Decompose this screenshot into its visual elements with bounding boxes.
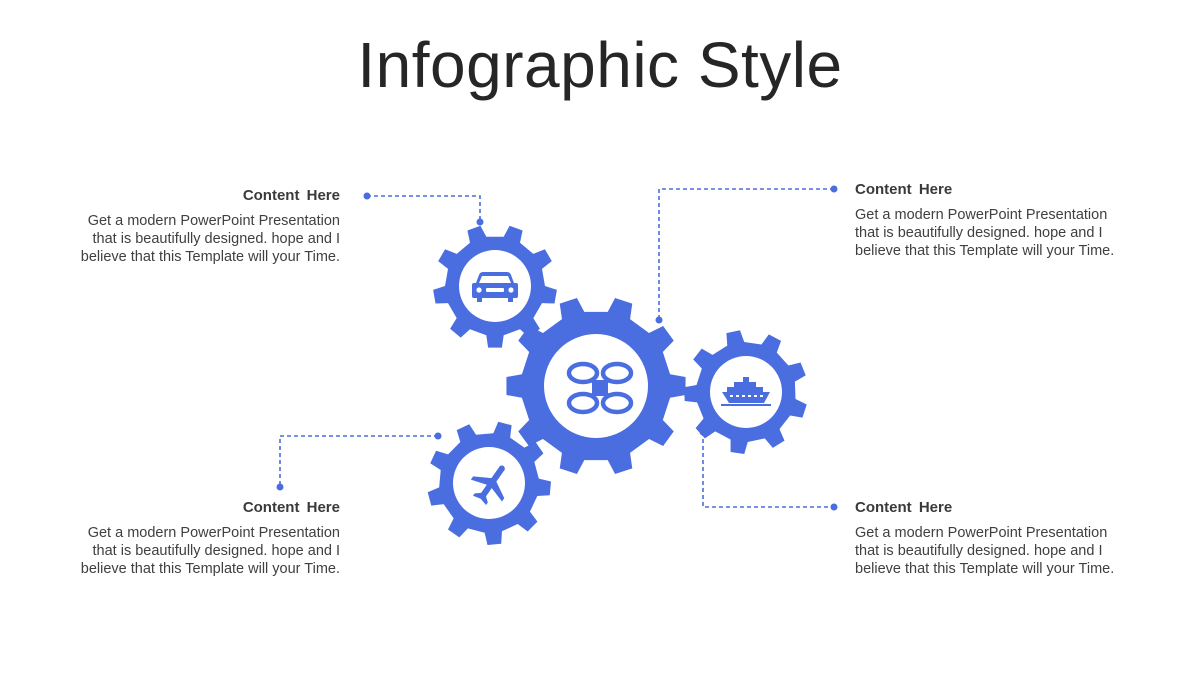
- connector-top-right: [658, 188, 834, 320]
- connector-bottom-right: [702, 432, 834, 508]
- airplane-icon: [470, 465, 505, 505]
- connector-bottom-left: [279, 435, 438, 487]
- page-title: Infographic Style: [357, 29, 843, 101]
- content-heading: Content Here: [242, 499, 340, 516]
- content-block-top-right: Content Here Get a modern PowerPoint Pre…: [855, 181, 1115, 261]
- connector-top-left: [367, 195, 481, 222]
- connector-dot: [830, 185, 838, 193]
- connector-dot: [655, 316, 663, 324]
- content-heading: Content Here: [242, 187, 340, 204]
- content-heading: Content Here: [855, 499, 953, 516]
- content-body: Get a modern PowerPoint Presentation tha…: [855, 525, 1115, 578]
- content-heading: Content Here: [855, 181, 953, 198]
- content-body: Get a modern PowerPoint Presentation tha…: [80, 525, 340, 578]
- content-block-bottom-right: Content Here Get a modern PowerPoint Pre…: [855, 499, 1115, 579]
- content-body: Get a modern PowerPoint Presentation tha…: [80, 213, 340, 266]
- drone-icon: [566, 361, 634, 415]
- car-icon: [472, 272, 518, 302]
- connector-dot: [363, 192, 371, 200]
- connector-dot: [476, 218, 484, 226]
- connector-dot: [830, 503, 838, 511]
- content-block-top-left: Content Here Get a modern PowerPoint Pre…: [80, 187, 340, 267]
- content-block-bottom-left: Content Here Get a modern PowerPoint Pre…: [80, 499, 340, 579]
- content-body: Get a modern PowerPoint Presentation tha…: [855, 207, 1115, 260]
- connector-dot: [434, 432, 442, 440]
- connector-dot: [276, 483, 284, 491]
- ship-icon: [721, 377, 771, 406]
